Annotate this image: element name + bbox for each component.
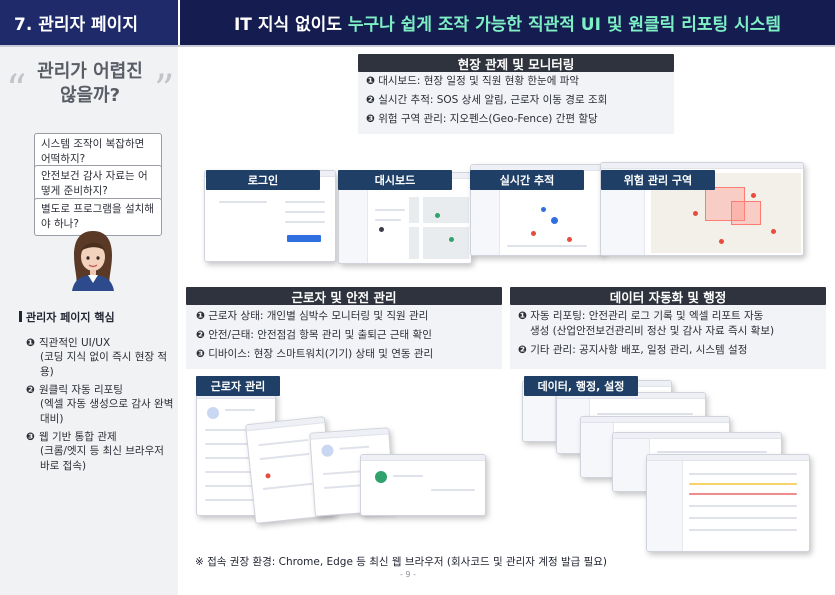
monitoring-item-2: ❷ 실시간 추적: SOS 상세 알림, 근로자 이동 경로 조회 <box>366 94 608 107</box>
monitoring-info-box: ❶ 대시보드: 현장 일정 및 직원 현황 한눈에 파악 ❷ 실시간 추적: S… <box>358 72 674 134</box>
quote-close-icon: ” <box>154 67 175 113</box>
monitoring-section-title: 현장 관제 및 모니터링 <box>358 54 674 72</box>
workers-item-2: ❷ 안전/근태: 안전점검 항목 관리 및 출퇴근 근태 확인 <box>196 329 432 342</box>
monitoring-item-1: ❶ 대시보드: 현장 일정 및 직원 현황 한눈에 파악 <box>366 75 580 87</box>
automation-item-2: ❷ 기타 관리: 공지사항 배포, 일정 관리, 시스템 설정 <box>518 344 748 357</box>
workers-info-box: ❶ 근로자 상태: 개인별 심박수 모니터링 및 직원 관리 ❷ 안전/근태: … <box>186 305 502 369</box>
header-divider <box>0 45 835 47</box>
core-summary-title: 관리자 페이지 핵심 <box>19 311 115 324</box>
tag-dashboard: 대시보드 <box>338 170 452 190</box>
quote-open-icon: “ <box>6 67 27 113</box>
tag-danger-zone: 위험 관리 구역 <box>601 170 715 190</box>
concern-bubble-3: 별도로 프로그램을 설치해야 하나? <box>34 198 162 237</box>
automation-item-1-cont: 생성 (산업안전보건관리비 정산 및 감사 자료 즉시 확보) <box>530 325 775 338</box>
worker-record-screen-mock <box>360 454 486 516</box>
page-number: - 9 - <box>400 570 416 579</box>
avatar-illustration <box>72 231 114 291</box>
workers-item-3: ❸ 디바이스: 현장 스마트워치(기기) 상태 및 연동 관리 <box>196 348 434 361</box>
tag-realtime-tracking: 실시간 추적 <box>470 170 584 190</box>
tag-worker-management: 근로자 관리 <box>196 376 280 396</box>
sidebar-question: 관리가 어렵진 않을까? <box>37 61 143 106</box>
report-screen-mock-5 <box>646 454 810 552</box>
tag-data-admin-settings: 데이터, 행정, 설정 <box>524 376 638 396</box>
headline-accent: 누구나 쉽게 조작 가능한 직관적 UI 및 원클릭 리포팅 시스템 <box>347 15 781 35</box>
automation-info-box: ❶ 자동 리포팅: 안전관리 로그 기록 및 엑셀 리포트 자동 생성 (산업안… <box>510 305 826 369</box>
monitoring-item-3: ❸ 위험 구역 관리: 지오펜스(Geo-Fence) 간편 할당 <box>366 113 598 126</box>
workers-section-title: 근로자 및 안전 관리 <box>186 287 502 305</box>
headline-plain: IT 지식 없이도 <box>233 15 348 35</box>
workers-item-1: ❶ 근로자 상태: 개인별 심박수 모니터링 및 직원 관리 <box>196 310 429 322</box>
automation-section-title: 데이터 자동화 및 행정 <box>510 287 826 305</box>
tag-login: 로그인 <box>206 170 320 190</box>
automation-item-1: ❶ 자동 리포팅: 안전관리 로그 기록 및 엑셀 리포트 자동 <box>518 310 764 322</box>
section-title: 7. 관리자 페이지 <box>0 0 178 45</box>
concern-bubble-2: 안전보건 감사 자료는 어떻게 준비하지? <box>34 165 162 204</box>
footer-note: ※ 접속 권장 환경: Chrome, Edge 등 최신 웹 브라우저 (회사… <box>195 556 608 568</box>
page-headline: IT 지식 없이도 누구나 쉽게 조작 가능한 직관적 UI 및 원클릭 리포팅… <box>180 0 835 45</box>
